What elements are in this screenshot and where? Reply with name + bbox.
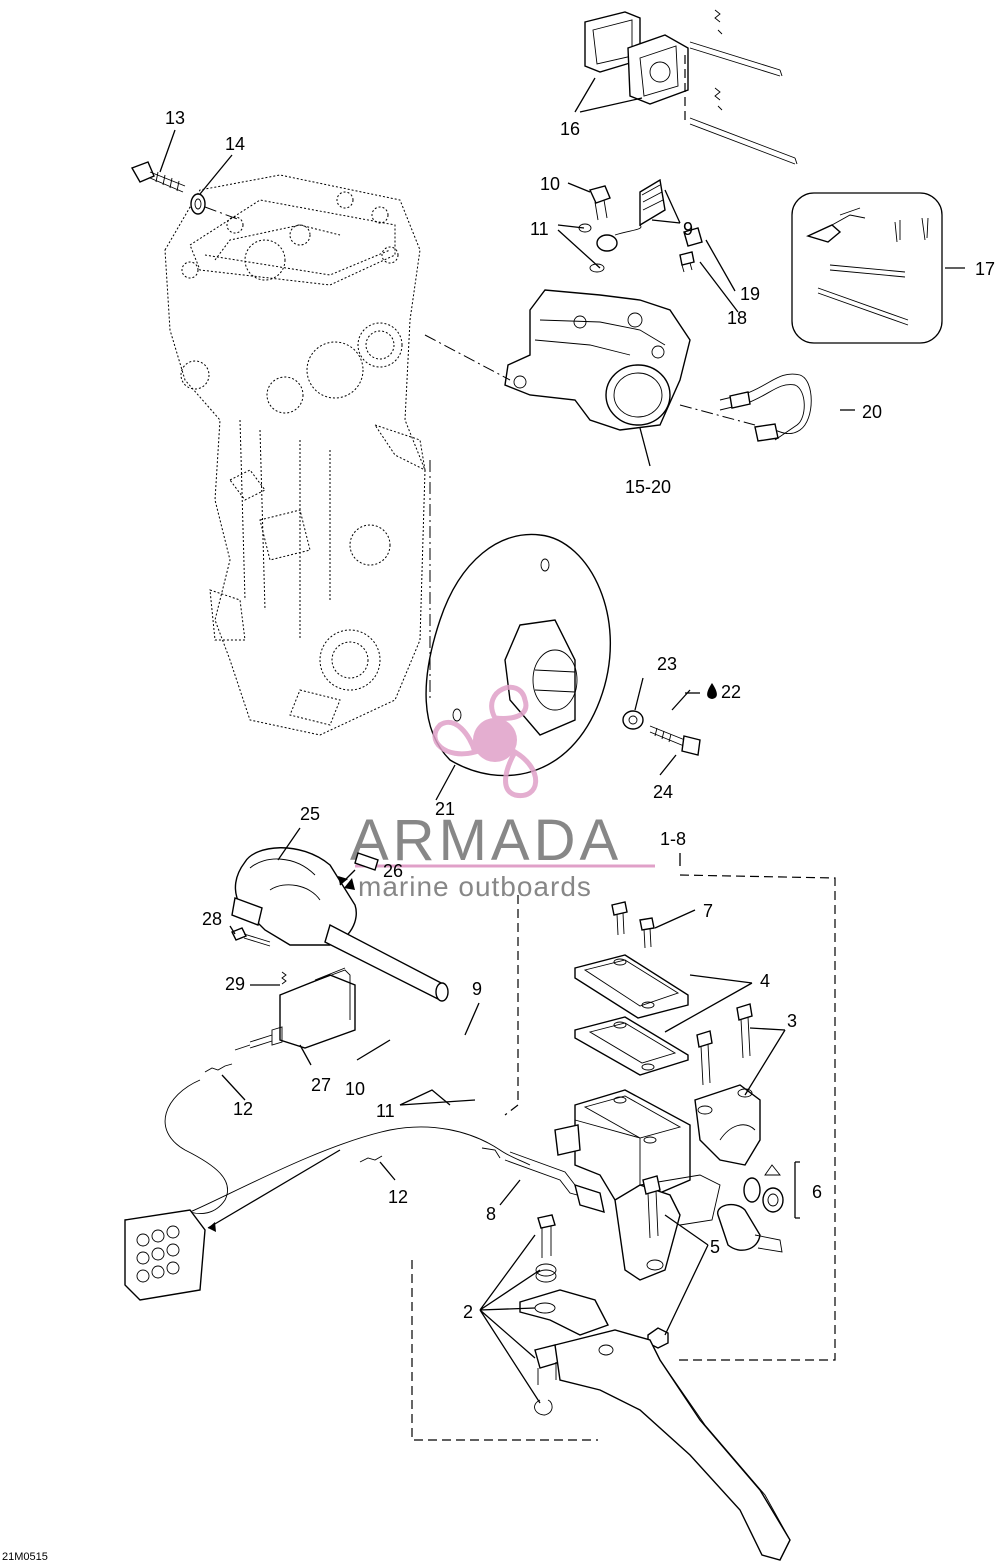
watermark-blade-2 (503, 748, 539, 798)
hose-8 (481, 1147, 605, 1213)
watermark-propeller-hub (473, 718, 517, 762)
label-4: 4 (760, 971, 770, 991)
label-12-right: 12 (388, 1187, 408, 1207)
pad-pins-16 (684, 9, 798, 165)
arrows (207, 878, 355, 1232)
label-22: 22 (721, 682, 741, 702)
bolt-24 (649, 725, 701, 756)
oil-drop-icon (707, 683, 717, 699)
label-10-bottom: 10 (345, 1079, 365, 1099)
label-24: 24 (653, 782, 673, 802)
cover-screws-7 (611, 901, 655, 949)
label-20: 20 (862, 402, 882, 422)
label-12-left: 12 (233, 1099, 253, 1119)
label-11-bottom: 11 (376, 1101, 395, 1121)
label-6: 6 (812, 1182, 822, 1202)
switch-body-27 (234, 967, 356, 1051)
piston-6 (717, 1203, 783, 1253)
lever-bracket-5 (614, 1174, 721, 1281)
spring-29 (281, 971, 287, 985)
label-26: 26 (383, 861, 403, 881)
label-29: 29 (225, 974, 245, 994)
watermark-logo (432, 684, 539, 798)
label-19: 19 (740, 284, 760, 304)
harness-cable (164, 1079, 531, 1214)
label-1-8: 1-8 (660, 829, 686, 849)
diagram-code: 21M0515 (2, 1551, 48, 1563)
hose-fitting-9 (596, 178, 666, 252)
label-27: 27 (311, 1075, 331, 1095)
watermark-blade-1 (489, 684, 529, 721)
label-7: 7 (703, 901, 713, 921)
reservoir-cover-4 (574, 954, 689, 1019)
clamp-bracket-3 (694, 1084, 761, 1166)
label-3: 3 (787, 1011, 797, 1031)
washer-23 (622, 710, 644, 730)
brake-lever (554, 1329, 791, 1561)
label-8: 8 (486, 1204, 496, 1224)
brake-caliper (504, 289, 691, 431)
screw-28 (231, 927, 271, 947)
banjo-bolt-10 (589, 185, 611, 221)
washer-14 (190, 193, 206, 215)
diaphragm-4 (574, 1016, 689, 1076)
part-labels: 13 14 16 10 9 11 19 18 17 20 15-20 23 22… (165, 108, 995, 1322)
bolt-13 (130, 161, 186, 193)
leader-caliper (424, 334, 511, 381)
label-11-top: 11 (530, 219, 549, 239)
brake-disc-21 (425, 533, 612, 777)
label-23: 23 (657, 654, 677, 674)
label-16: 16 (560, 119, 580, 139)
label-13: 13 (165, 108, 185, 128)
boot-seal-6 (743, 1164, 784, 1213)
master-cylinder-body (554, 1089, 691, 1217)
watermark-brand: ARMADA (350, 808, 622, 873)
assembly-2-outline (411, 1260, 598, 1441)
watermark-tagline: marine outboards (358, 871, 592, 902)
label-9-bottom: 9 (472, 979, 482, 999)
pivot-parts-2 (519, 1214, 609, 1416)
label-9-top: 9 (683, 219, 693, 239)
gearbox-housing (164, 174, 426, 736)
label-10-top: 10 (540, 174, 560, 194)
label-14: 14 (225, 134, 245, 154)
label-21: 21 (435, 799, 455, 819)
label-15-20: 15-20 (625, 477, 671, 497)
bleeder-cap-19 (683, 227, 703, 247)
leader-13-14 (204, 206, 241, 221)
leader-caliper-hose (679, 404, 756, 426)
connector-plug (124, 1209, 206, 1301)
wire-connector-12a (204, 1063, 233, 1073)
wire-connector-12b (359, 1155, 383, 1163)
assembly-1-8-outline (678, 874, 836, 1361)
label-18: 18 (727, 308, 747, 328)
watermark-blade-3 (432, 720, 479, 757)
kit-box-17 (791, 192, 943, 344)
leader-lines (159, 77, 965, 1404)
assembly-inner-outline (504, 895, 519, 1116)
label-28: 28 (202, 909, 222, 929)
switch-housing-25 (231, 847, 449, 1002)
label-5: 5 (710, 1237, 720, 1257)
brake-pads-16 (584, 11, 689, 105)
bleeder-screw-18 (679, 251, 695, 273)
clamp-screws-3 (696, 1003, 753, 1086)
label-25: 25 (300, 804, 320, 824)
label-tag-26 (338, 852, 379, 886)
label-17: 17 (975, 259, 995, 279)
label-2: 2 (463, 1302, 473, 1322)
hose-20 (719, 373, 812, 442)
